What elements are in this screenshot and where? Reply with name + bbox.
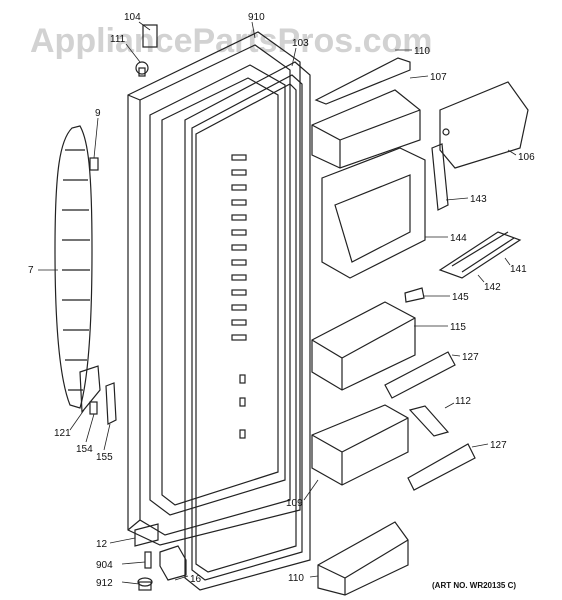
bin-front-127-lower bbox=[407, 443, 476, 491]
watermark: AppliancePartsPros.com bbox=[30, 22, 432, 60]
callout-107: 107 bbox=[430, 72, 447, 83]
leader-lines bbox=[38, 21, 517, 585]
callout-labels: 104 910 111 103 110 107 9 106 143 7 144 … bbox=[28, 12, 535, 589]
bin-insert-143 bbox=[431, 143, 449, 211]
callout-121: 121 bbox=[54, 428, 71, 439]
callout-110-bottom: 110 bbox=[288, 573, 304, 584]
callout-106: 106 bbox=[518, 152, 535, 163]
bottom-hinge-parts bbox=[134, 523, 187, 591]
callout-16: 16 bbox=[190, 574, 202, 585]
handle-bracket-parts bbox=[79, 365, 117, 425]
callout-103: 103 bbox=[292, 38, 309, 49]
dairy-bin-107 bbox=[311, 89, 421, 169]
callout-910: 910 bbox=[248, 12, 265, 23]
bin-divider-112 bbox=[408, 405, 450, 437]
callout-904: 904 bbox=[96, 560, 113, 571]
egg-tray-141-142 bbox=[438, 231, 522, 279]
liner-shelf-rails bbox=[231, 154, 247, 439]
callout-110-top: 110 bbox=[414, 46, 430, 57]
callout-127-upper: 127 bbox=[462, 352, 479, 363]
callout-141: 141 bbox=[510, 264, 527, 275]
callout-111: 111 bbox=[110, 34, 126, 45]
door-liner bbox=[149, 64, 286, 516]
handle-screw-9 bbox=[89, 117, 99, 171]
door-handle bbox=[54, 125, 93, 409]
dispenser-bin-144 bbox=[321, 147, 426, 279]
door-bin-115 bbox=[311, 301, 416, 391]
callout-142: 142 bbox=[484, 282, 501, 293]
dairy-door-106 bbox=[439, 81, 529, 169]
top-hinge-parts bbox=[135, 24, 158, 77]
callout-145: 145 bbox=[452, 292, 469, 303]
callout-109: 109 bbox=[286, 498, 303, 509]
door-gasket bbox=[184, 61, 311, 591]
door-bin-109 bbox=[311, 404, 409, 486]
door-outer-panel bbox=[127, 31, 301, 546]
door-bin-110-bottom bbox=[317, 521, 409, 596]
callout-9: 9 bbox=[95, 108, 101, 119]
callout-155: 155 bbox=[96, 452, 113, 463]
callout-144: 144 bbox=[450, 233, 467, 244]
bin-front-127-upper bbox=[384, 351, 456, 399]
callout-143: 143 bbox=[470, 194, 487, 205]
callout-7: 7 bbox=[28, 265, 34, 276]
callout-12: 12 bbox=[96, 539, 108, 550]
callout-154: 154 bbox=[76, 444, 93, 455]
callout-104: 104 bbox=[124, 12, 141, 23]
callout-912: 912 bbox=[96, 578, 113, 589]
callout-112: 112 bbox=[455, 396, 471, 407]
callout-127-lower: 127 bbox=[490, 440, 507, 451]
callout-115: 115 bbox=[450, 322, 466, 333]
bin-rail-110 bbox=[314, 57, 411, 105]
art-number: (ART NO. WR20135 C) bbox=[432, 581, 516, 590]
clip-145 bbox=[404, 287, 425, 303]
